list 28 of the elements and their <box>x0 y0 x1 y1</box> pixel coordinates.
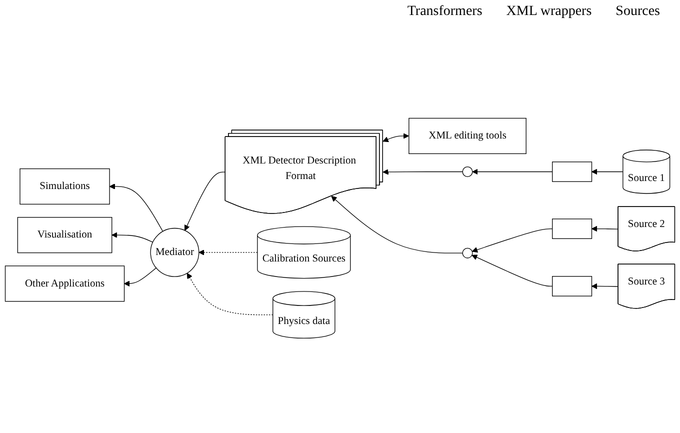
node-circle <box>462 166 473 178</box>
node-bar <box>552 218 592 240</box>
arrow <box>112 232 154 243</box>
node-circle <box>462 248 473 259</box>
node-bar <box>552 162 592 182</box>
arrow <box>591 226 619 232</box>
arrow <box>472 228 553 253</box>
node-box: Simulations <box>20 168 110 205</box>
arrow <box>472 254 553 287</box>
arrow <box>124 268 156 287</box>
arrow <box>382 169 463 176</box>
arrow <box>591 169 624 175</box>
node-box: XML editing tools <box>408 118 526 154</box>
arrow <box>109 184 164 232</box>
arrow <box>186 273 274 316</box>
arrow <box>382 133 409 142</box>
column-heading: Transformers <box>407 4 482 21</box>
node-circle: Mediator <box>150 228 200 278</box>
column-heading: Sources <box>616 4 660 21</box>
arrow <box>198 250 258 256</box>
node-bar <box>552 276 592 297</box>
arrow <box>331 196 463 254</box>
column-heading: XML wrappers <box>506 4 592 21</box>
arrow <box>184 172 226 231</box>
arrow <box>472 169 553 175</box>
node-box: Other Applications <box>4 266 125 302</box>
arrow <box>591 284 619 290</box>
node-box: Visualisation <box>17 217 112 254</box>
